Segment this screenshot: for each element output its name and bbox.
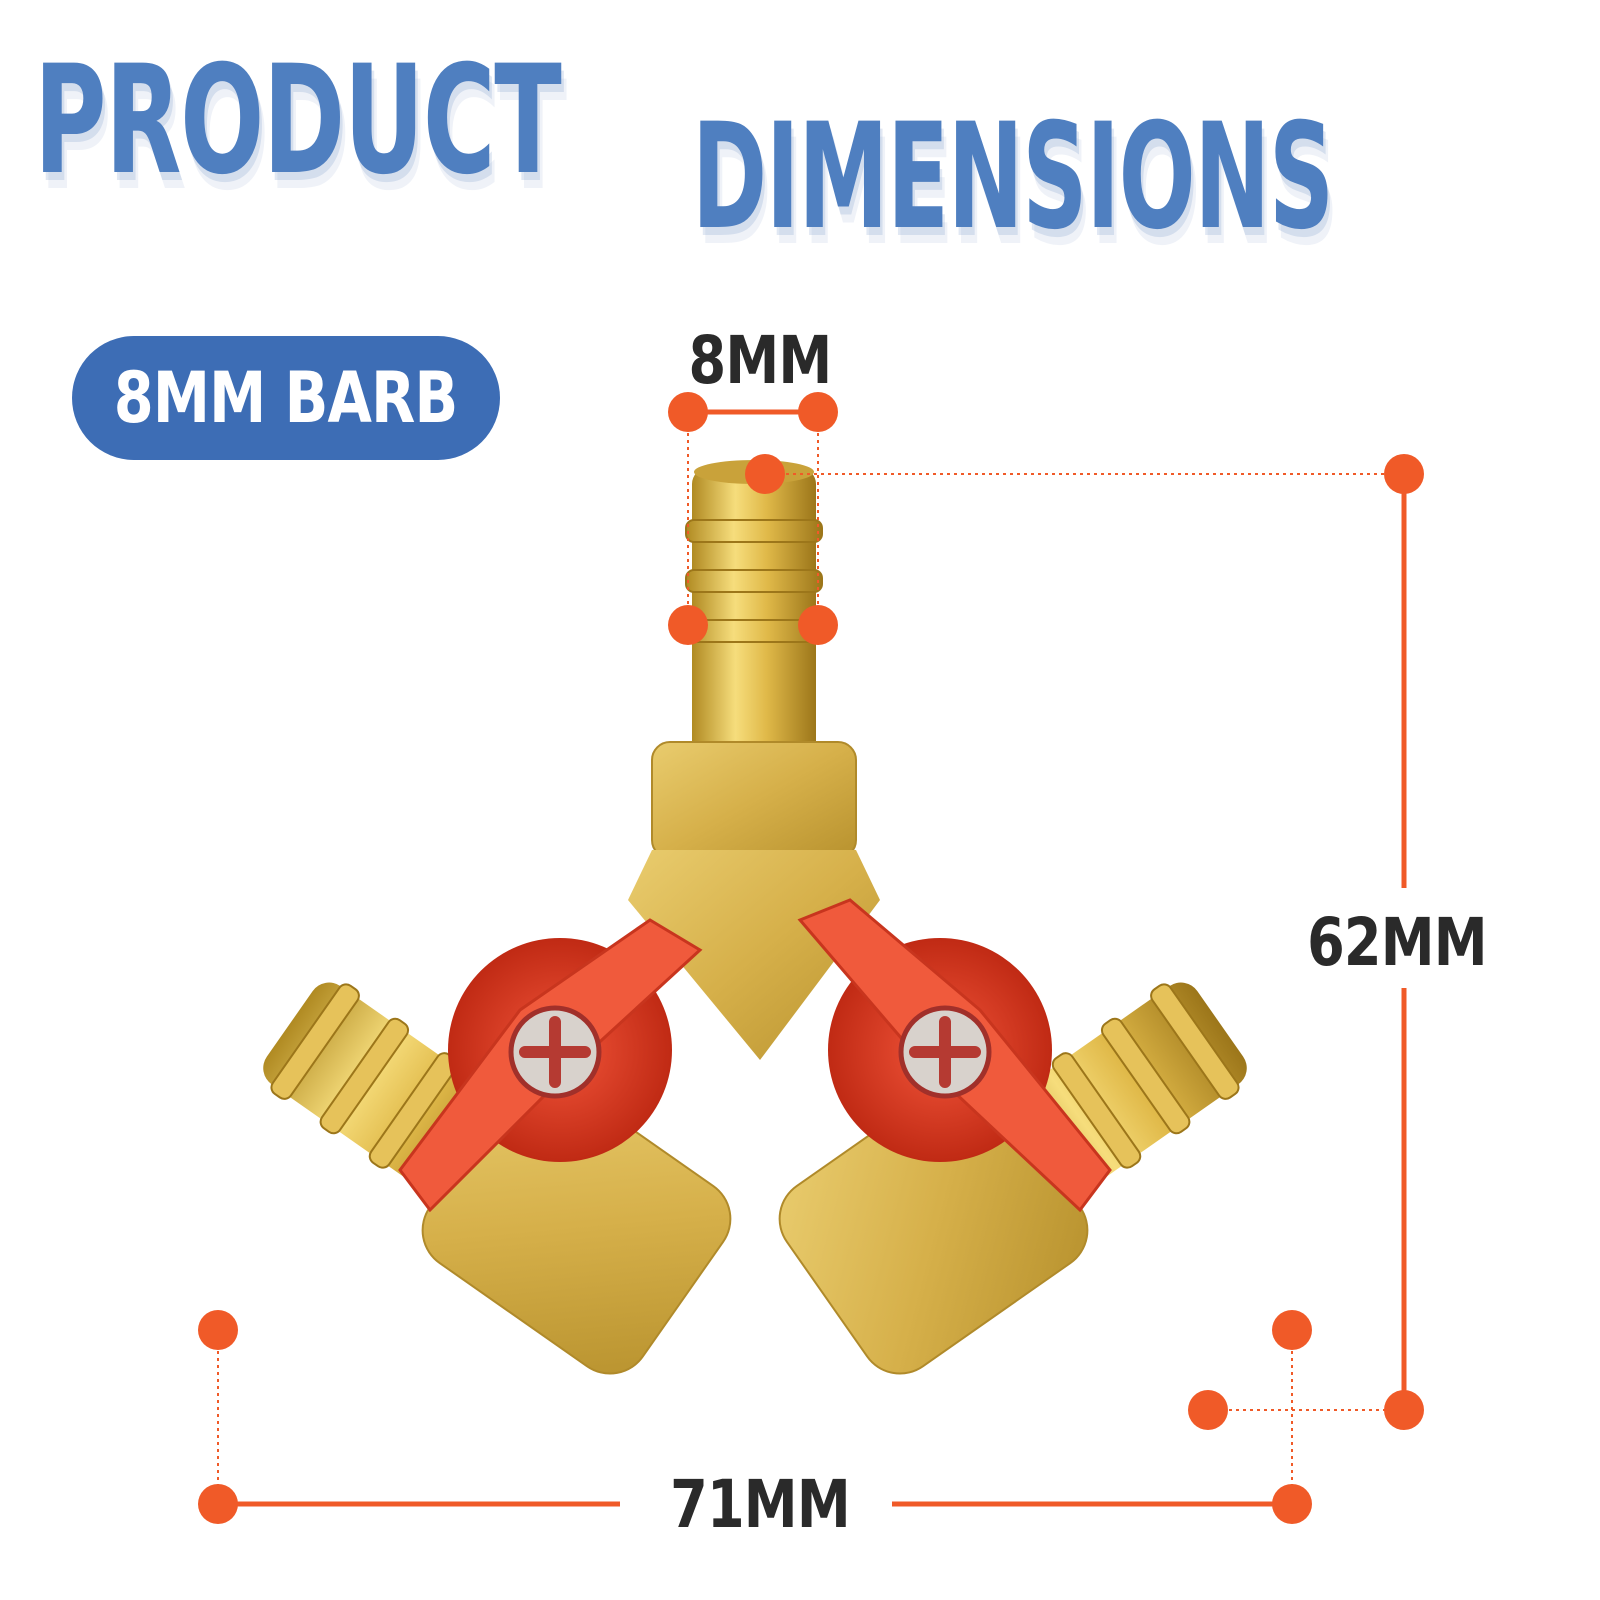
left-arm [263, 982, 732, 1375]
marker-dot [1384, 454, 1424, 494]
marker-dot [198, 1484, 238, 1524]
top-collar [651, 741, 857, 859]
marker-dot [668, 605, 708, 645]
top-barb [685, 460, 823, 758]
marker-dot [745, 454, 785, 494]
brass-y-valve-icon [263, 460, 1247, 1375]
y-body [628, 850, 880, 1060]
marker-dot [668, 392, 708, 432]
barb-size-badge: 8MM BARB [72, 336, 500, 460]
marker-dot [1272, 1484, 1312, 1524]
marker-dot [1384, 1390, 1424, 1430]
barb-width-marker [668, 392, 838, 645]
marker-dot [1188, 1390, 1228, 1430]
right-valve-handle [797, 898, 1112, 1213]
marker-dot [798, 605, 838, 645]
marker-dot [198, 1310, 238, 1350]
title-dimensions: DIMENSIONS [692, 92, 1334, 262]
marker-dot [798, 392, 838, 432]
barb-width-label: 8MM [688, 322, 833, 399]
width-marker [198, 1310, 1312, 1524]
marker-dot [1272, 1310, 1312, 1350]
title-product: PRODUCT [34, 34, 562, 208]
left-valve-handle [398, 918, 703, 1213]
barb-size-label: 8MM BARB [114, 357, 459, 439]
width-label: 71MM [670, 1466, 851, 1543]
height-label: 62MM [1307, 904, 1488, 981]
height-marker [745, 454, 1424, 1430]
